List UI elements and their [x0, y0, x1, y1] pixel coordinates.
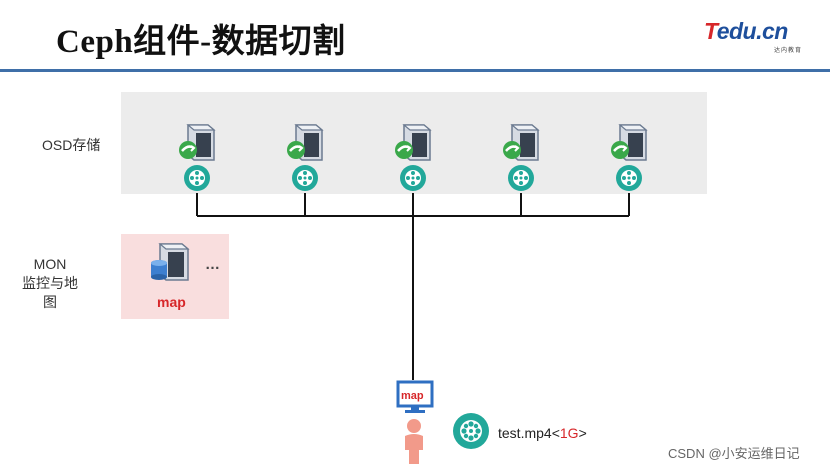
file-close: > — [578, 425, 587, 441]
osd-disk-icon — [184, 165, 210, 191]
osd-disk-icon — [616, 165, 642, 191]
file-reel-icon — [453, 413, 489, 449]
slide-title: Ceph组件-数据切割 — [56, 24, 346, 60]
mon-label-line1: MON — [33, 256, 67, 272]
header-divider — [0, 69, 830, 72]
osd-disk-icon — [508, 165, 534, 191]
file-name: test.mp4< — [498, 425, 560, 441]
brand-logo-t: T — [704, 18, 717, 44]
osd-server-icon — [287, 124, 324, 161]
brand-logo: Tedu.cn 达内教育 — [704, 18, 814, 54]
osd-disk-icon — [400, 165, 426, 191]
file-size: 1G — [559, 425, 579, 441]
brand-subtitle: 达内教育 — [774, 48, 803, 54]
osd-server-icon — [395, 124, 432, 161]
osd-label: OSD存储 — [42, 137, 101, 153]
client-map-text: map — [401, 390, 424, 402]
brand-logo-rest: edu.cn — [716, 18, 789, 44]
osd-server-icon — [503, 124, 540, 161]
user-icon — [405, 419, 423, 464]
client-monitor-icon — [396, 380, 434, 413]
osd-server-icon — [179, 124, 216, 161]
osd-server-icon — [611, 124, 648, 161]
mon-more-dots: … — [205, 256, 221, 273]
osd-disk-icon — [292, 165, 318, 191]
watermark: CSDN @小安运维日记 — [668, 446, 800, 461]
mon-label-line2: 监控与地图 — [22, 275, 78, 310]
file-label: test.mp4<1G> — [498, 425, 587, 441]
mon-map-text: map — [157, 294, 186, 310]
mon-server-icon — [151, 243, 190, 281]
mon-label: MON 监控与地图 — [20, 255, 80, 312]
